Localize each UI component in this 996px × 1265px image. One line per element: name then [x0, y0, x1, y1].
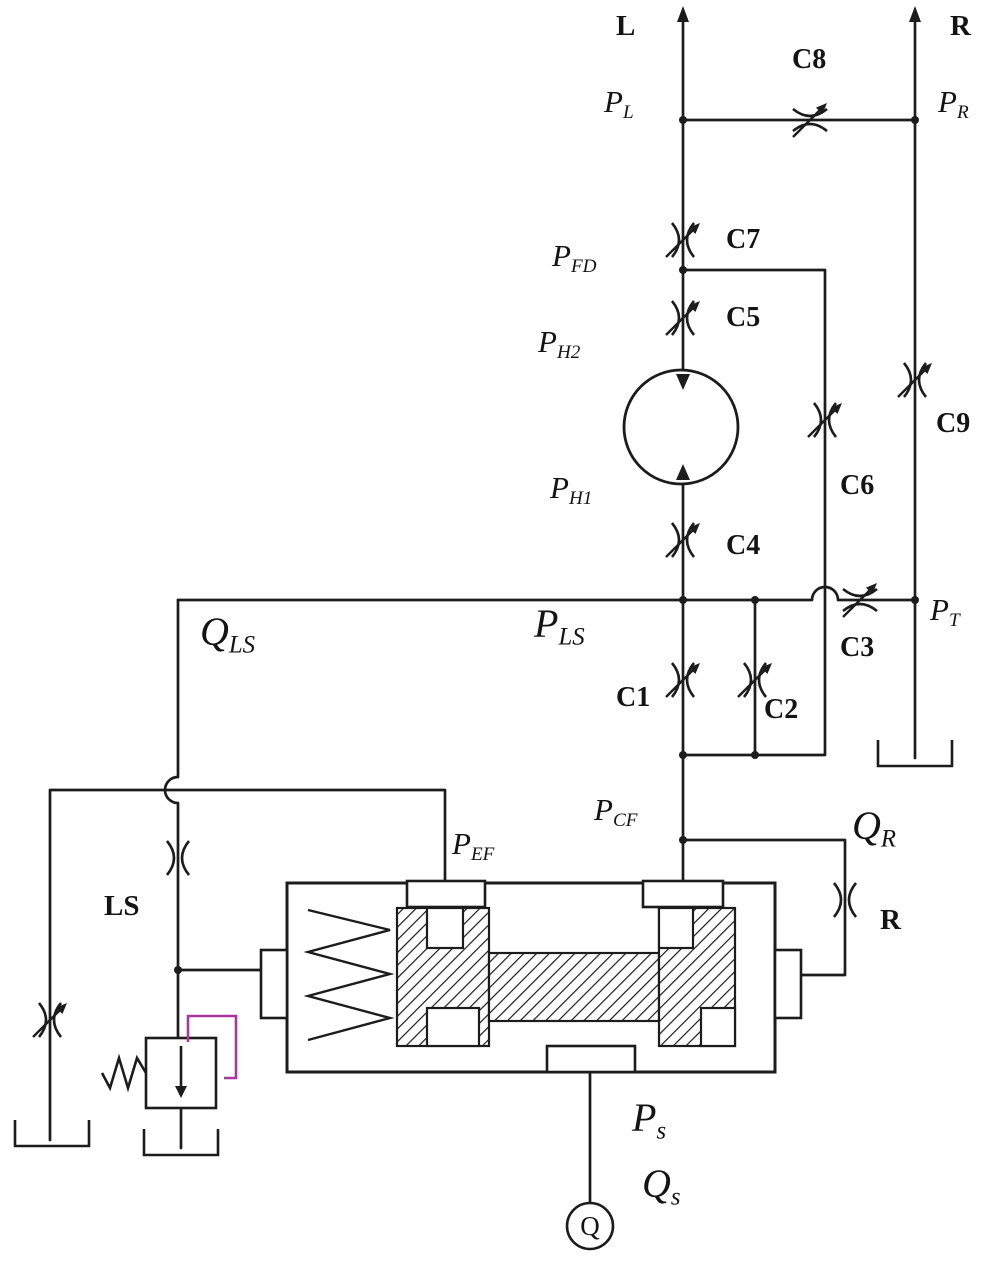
- arrow-R-icon: [909, 6, 921, 22]
- flow-source: [565, 1201, 615, 1251]
- relief-spring-icon: [100, 1053, 148, 1093]
- valve-ports: [259, 879, 803, 1074]
- motor-circle-icon: [622, 368, 740, 486]
- motor-arrow-up-icon: [676, 464, 690, 480]
- port-supply: [545, 1044, 637, 1074]
- pilot-line: [186, 1014, 238, 1080]
- port-flow-arrows: [677, 6, 921, 22]
- port-cf: [641, 879, 725, 909]
- metering-motor: [622, 368, 740, 486]
- line-pcf-branch: [681, 838, 847, 977]
- line-pef: [48, 788, 447, 1142]
- tank-left-icon: [13, 1118, 91, 1148]
- valve-spring-icon: [303, 908, 395, 1042]
- motor-arrow-down-icon: [676, 374, 690, 390]
- port-ls-stub: [259, 948, 289, 1020]
- flow-source-icon: [565, 1201, 615, 1251]
- line-ls-horizontal: [176, 585, 917, 602]
- relief-valve: [100, 1036, 218, 1110]
- relief-arrow-icon: [175, 1086, 187, 1098]
- junction-dots: [174, 116, 919, 974]
- circuit-lines: [48, 12, 917, 1205]
- port-ef: [405, 879, 487, 909]
- main-spool-valve: [259, 879, 803, 1074]
- port-r-stub: [773, 948, 803, 1020]
- line-ls-vertical: [163, 598, 180, 1040]
- valve-spool: [395, 906, 737, 1048]
- arrow-L-icon: [677, 6, 689, 22]
